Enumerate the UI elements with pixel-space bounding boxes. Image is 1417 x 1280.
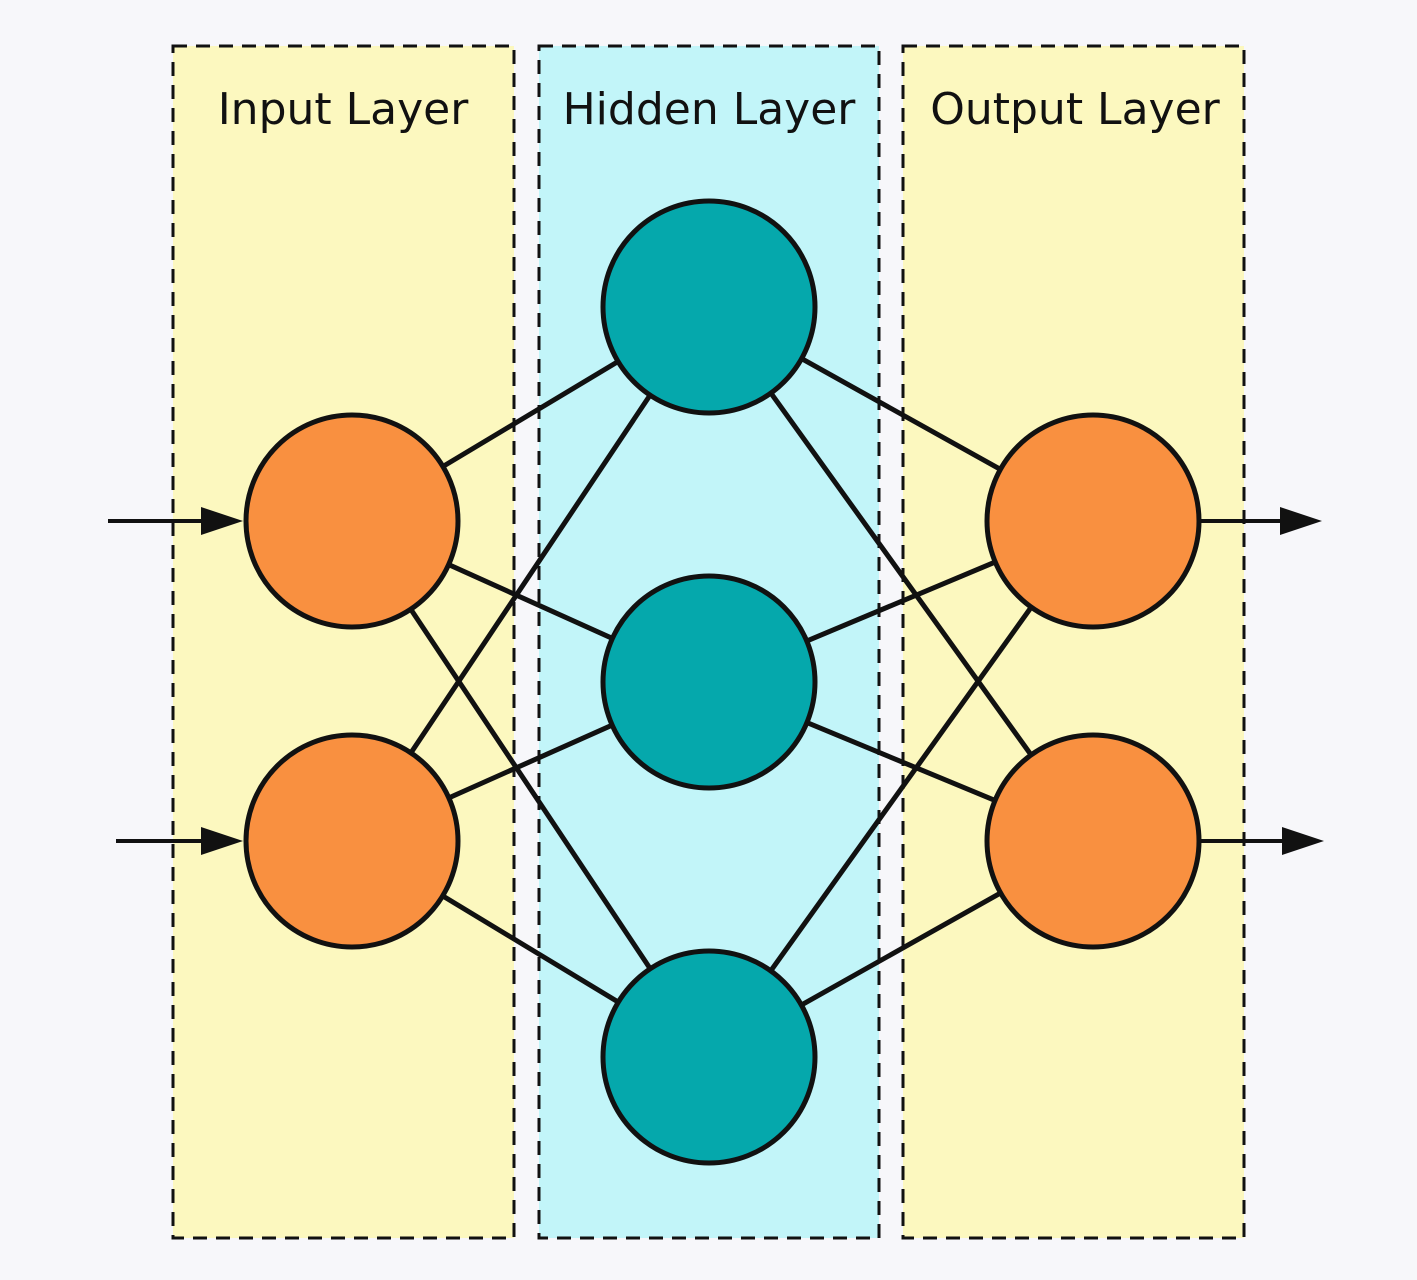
hidden-node-2 <box>600 573 818 791</box>
arrows <box>108 507 1324 855</box>
input-arrowhead-2 <box>201 827 243 855</box>
hidden-node-1 <box>600 198 818 416</box>
layer-titles: Input Layer Hidden Layer Output Layer <box>218 84 1221 135</box>
nodes <box>243 198 1202 1166</box>
input-layer-panel <box>171 44 516 1240</box>
output-layer-panel <box>901 44 1246 1240</box>
output-layer-title: Output Layer <box>930 84 1220 135</box>
hidden-layer-title: Hidden Layer <box>563 84 857 135</box>
output-node-1 <box>984 412 1202 630</box>
hidden-node-3 <box>600 948 818 1166</box>
input-node-2 <box>243 732 461 950</box>
output-arrowhead-1 <box>1280 507 1322 535</box>
output-node-2 <box>984 732 1202 950</box>
output-arrowhead-2 <box>1282 827 1324 855</box>
edge-hidden1-output2 <box>706 305 1096 843</box>
input-layer-title: Input Layer <box>218 84 470 135</box>
input-node-1 <box>243 412 461 630</box>
input-arrowhead-1 <box>201 507 243 535</box>
edge-hidden3-output1 <box>706 519 1096 1059</box>
